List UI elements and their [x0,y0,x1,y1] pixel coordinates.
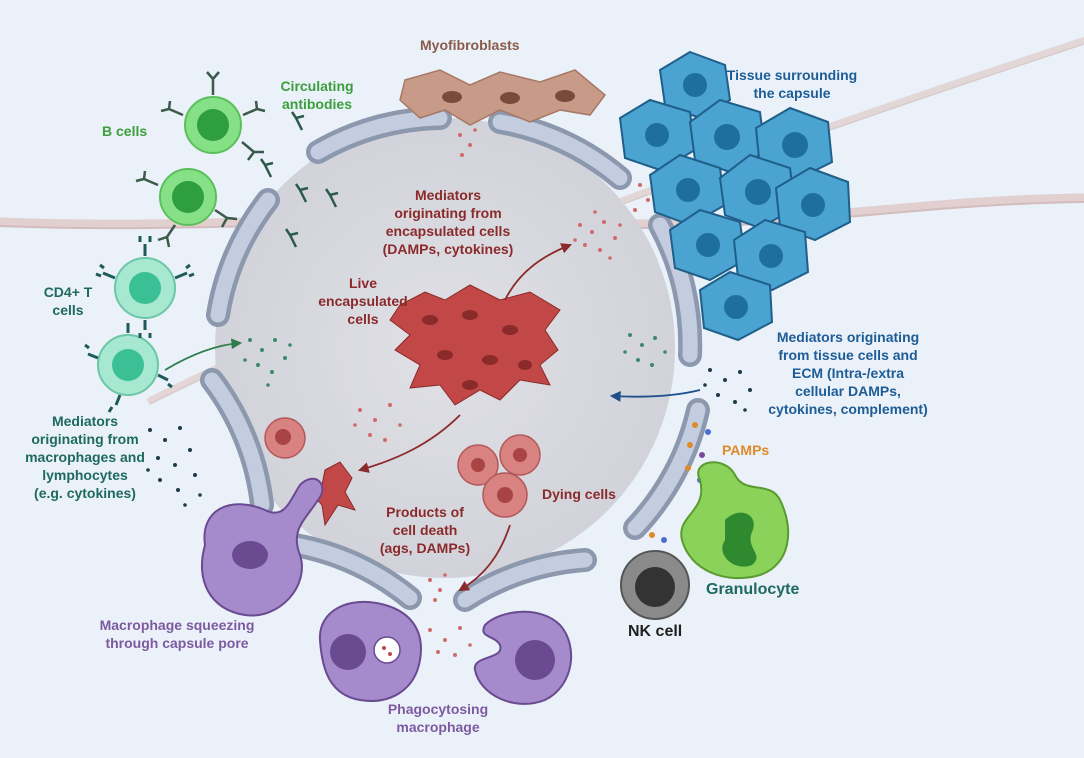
products-cell-death-line-1: Products of [386,504,464,520]
flow-arrows [164,243,701,592]
b-cell-icons [135,71,266,248]
mediators-encapsulated-line-2: originating from [394,205,502,221]
mediators-macrophages-line-4: lymphocytes [42,467,128,483]
mediators-tissue-line-4: cellular DAMPs, [795,383,901,399]
granulocyte-cell [680,461,790,580]
mediators-encapsulated-line-4: (DAMPs, cytokines) [382,241,514,257]
circulating-antibodies-label: Circulating antibodies [262,77,372,113]
live-encapsulated-line-1: Live [348,275,377,291]
pamps-label: PAMPs [722,442,770,458]
tissue-surrounding-label: Tissue surrounding the capsule [722,66,862,102]
circulating-antibodies-line-1: Circulating [280,78,354,94]
phagocytosing-macrophage-line-1: Phagocytosing [387,701,489,717]
mediators-encapsulated-line-3: encapsulated cells [385,223,511,239]
mediators-tissue-line-5: cytokines, complement) [768,401,928,417]
cd4-t-cells-label: CD4+ T cells [28,283,108,319]
granulocyte-label: Granulocyte [706,581,800,598]
cd4-t-cells-line-1: CD4+ T [43,284,93,300]
products-cell-death-line-2: cell death [392,522,458,538]
mediators-tissue-line-2: from tissue cells and [778,347,918,363]
mediators-macrophages-line-2: originating from [31,431,139,447]
mediators-tissue-line-1: Mediators originating [776,329,920,345]
cd4-t-cells-line-2: cells [52,302,84,318]
mediators-macrophages-line-1: Mediators [51,413,119,429]
b-cells-label: B cells [102,123,148,139]
mediators-macrophages-line-3: macrophages and [25,449,145,465]
dying-cells-label: Dying cells [542,486,616,502]
mediators-encapsulated-label: Mediators originating from encapsulated … [378,186,518,258]
antibody-icons [259,111,339,248]
phagocytosing-macrophage-label: Phagocytosing macrophage [378,700,498,736]
nk-cell-label: NK cell [628,623,683,640]
tissue-cells [618,50,852,342]
macrophage-squeezing-line-2: through capsule pore [105,635,249,651]
mediators-tissue-line-3: ECM (Intra-/extra [791,365,905,381]
products-cell-death-line-3: (ags, DAMPs) [379,540,471,556]
live-encapsulated-label: Live encapsulated cells [318,274,408,328]
phagocytosing-macrophage-line-2: macrophage [396,719,480,735]
macrophage-squeezing-line-1: Macrophage squeezing [99,617,255,633]
mediator-dots [146,128,752,657]
mediators-macrophages-label: Mediators originating from macrophages a… [10,412,160,502]
macrophage-squeezing [200,477,324,617]
mediators-encapsulated-line-1: Mediators [414,187,482,203]
myofibroblasts-label: Myofibroblasts [420,37,520,53]
mediators-tissue-label: Mediators originating from tissue cells … [758,328,938,418]
tissue-surrounding-line-2: the capsule [753,85,831,101]
phagocytosing-macrophages [318,600,573,705]
live-encapsulated-line-3: cells [347,311,379,327]
nk-cell [620,550,690,620]
live-encapsulated-line-2: encapsulated [318,293,408,309]
products-cell-death-label: Products of cell death (ags, DAMPs) [370,503,480,557]
live-encapsulated-cells [389,284,561,406]
macrophage-squeezing-label: Macrophage squeezing through capsule por… [82,616,272,652]
dying-cells [264,417,541,527]
myofibroblast-cells [399,69,607,126]
tissue-surrounding-line-1: Tissue surrounding [726,67,858,83]
t-cell-icons [84,236,195,413]
circulating-antibodies-line-2: antibodies [281,96,352,112]
capsule-wall [200,106,710,612]
mediators-macrophages-line-5: (e.g. cytokines) [34,485,136,501]
